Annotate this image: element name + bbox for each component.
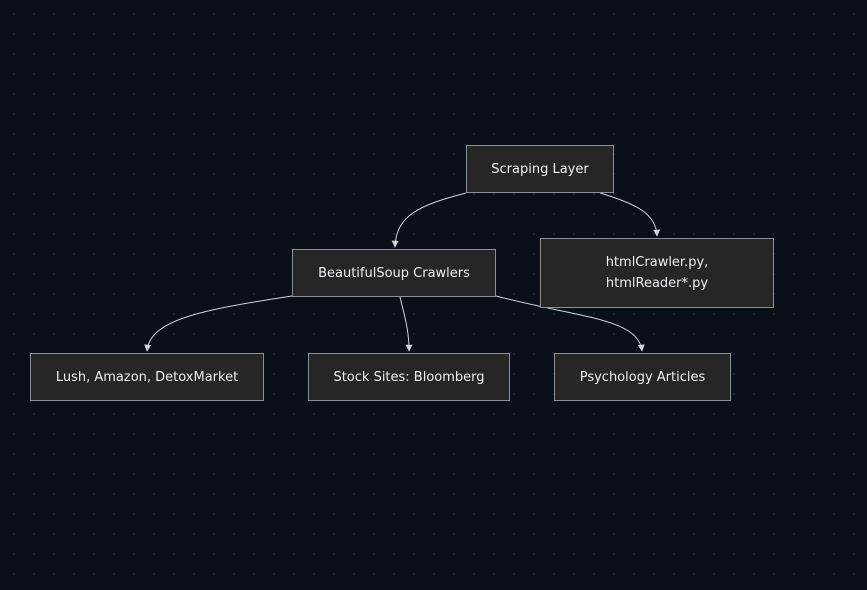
node-retail-sites[interactable]: Lush, Amazon, DetoxMarket <box>30 353 264 401</box>
node-stock-sites[interactable]: Stock Sites: Bloomberg <box>308 353 510 401</box>
edge-beautifulsoup-to-retail <box>144 295 293 352</box>
edge-scraping-to-html-scripts <box>599 192 661 237</box>
edge-scraping-to-beautifulsoup <box>391 192 467 248</box>
node-html-scripts[interactable]: htmlCrawler.py, htmlReader*.py <box>540 238 774 308</box>
node-scraping-layer[interactable]: Scraping Layer <box>466 145 614 193</box>
edge-beautifulsoup-to-stock <box>399 296 413 352</box>
edge-beautifulsoup-to-psychology <box>495 295 645 352</box>
node-psychology-articles[interactable]: Psychology Articles <box>554 353 731 401</box>
node-beautifulsoup-crawlers[interactable]: BeautifulSoup Crawlers <box>292 249 496 297</box>
